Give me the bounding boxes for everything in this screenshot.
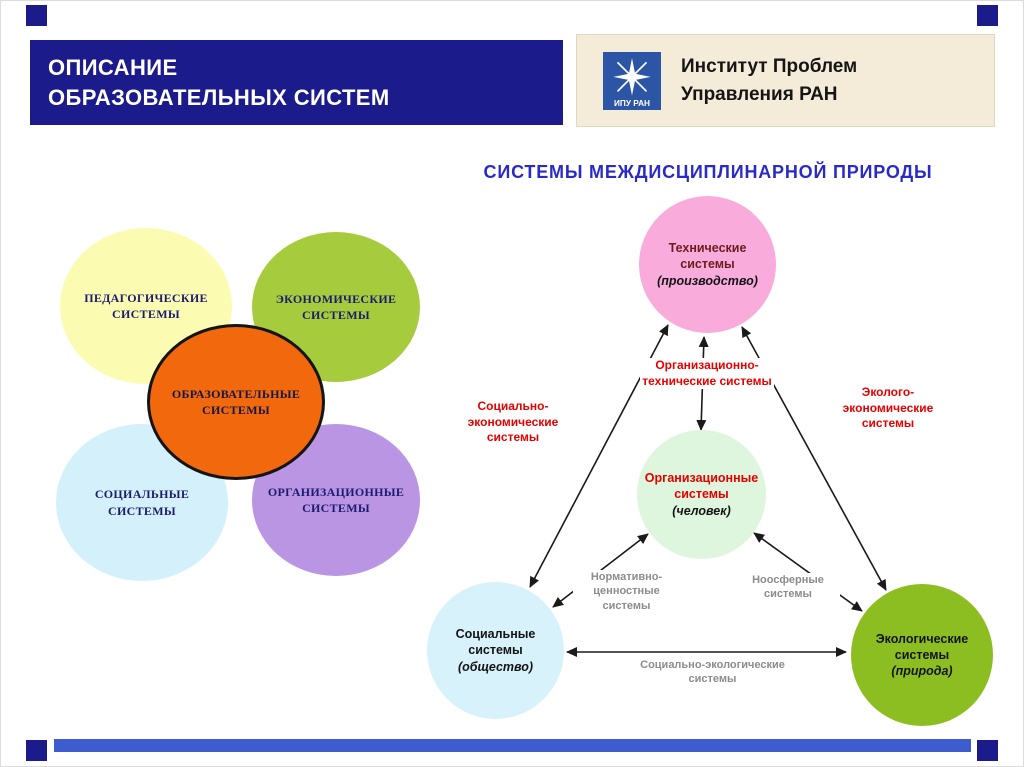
- bottom-accent-bar: [54, 739, 971, 752]
- node-ecological-systems: Экологические системы (природа): [851, 584, 993, 726]
- edge-label-social-ecological: Социально-экологические системы: [615, 658, 810, 687]
- edge-label-social-economic: Социально-экономические системы: [452, 399, 574, 446]
- corner-square-bottom-right: [977, 740, 998, 761]
- node-subtitle: (природа): [891, 664, 953, 679]
- node-title: Экологические системы: [875, 631, 969, 662]
- node-subtitle: (производство): [657, 273, 758, 288]
- node-social-systems: Социальные системы (общество): [427, 582, 564, 719]
- node-technical-systems: Технические системы (производство): [639, 196, 776, 333]
- node-title: Социальные системы: [455, 627, 536, 658]
- corner-square-top-left: [26, 5, 47, 26]
- edge-label-noospheric: Ноосферные системы: [736, 573, 840, 602]
- ipu-ran-logo-icon: ИПУ РАН: [603, 51, 661, 110]
- institute-name: Институт Проблем Управления РАН: [681, 53, 857, 108]
- circle-label: ОБРАЗОВАТЕЛЬНЫЕ СИСТЕМЫ: [171, 386, 301, 417]
- circle-educational-systems: ОБРАЗОВАТЕЛЬНЫЕ СИСТЕМЫ: [147, 324, 325, 480]
- node-title: Технические системы: [668, 241, 747, 272]
- institute-line-1: Институт Проблем: [681, 55, 858, 77]
- svg-text:ИПУ РАН: ИПУ РАН: [614, 98, 650, 107]
- institute-banner: ИПУ РАН Институт Проблем Управления РАН: [576, 34, 995, 127]
- node-subtitle: (человек): [672, 503, 731, 518]
- node-title: Организационные системы: [644, 471, 759, 502]
- institute-line-2: Управления РАН: [681, 83, 838, 105]
- edge-label-ecological-economic: Эколого-экономические системы: [828, 385, 948, 432]
- circle-label: СОЦИАЛЬНЫЕ СИСТЕМЫ: [94, 487, 190, 518]
- header-line-1: ОПИСАНИЕ: [48, 55, 178, 80]
- header-line-2: ОБРАЗОВАТЕЛЬНЫХ СИСТЕМ: [48, 84, 390, 110]
- node-organizational-systems: Организационные системы (человек): [637, 430, 766, 559]
- slide-header: ОПИСАНИЕ ОБРАЗОВАТЕЛЬНЫХ СИСТЕМ: [30, 40, 563, 125]
- edge-label-organizational-technical: Организационно-технические системы: [640, 358, 774, 390]
- circle-label: ЭКОНОМИЧЕСКИЕ СИСТЕМЫ: [275, 291, 397, 322]
- node-subtitle: (общество): [457, 659, 534, 674]
- corner-square-top-right: [977, 5, 998, 26]
- section-title: СИСТЕМЫ МЕЖДИСЦИПЛИНАРНОЙ ПРИРОДЫ: [483, 162, 933, 182]
- edge-label-normative-value: Нормативно-ценностные системы: [573, 570, 680, 613]
- circle-label: ПЕДАГОГИЧЕСКИЕ СИСТЕМЫ: [84, 290, 208, 321]
- circle-label: ОРГАНИЗАЦИОННЫЕ СИСТЕМЫ: [267, 484, 405, 515]
- corner-square-bottom-left: [26, 740, 47, 761]
